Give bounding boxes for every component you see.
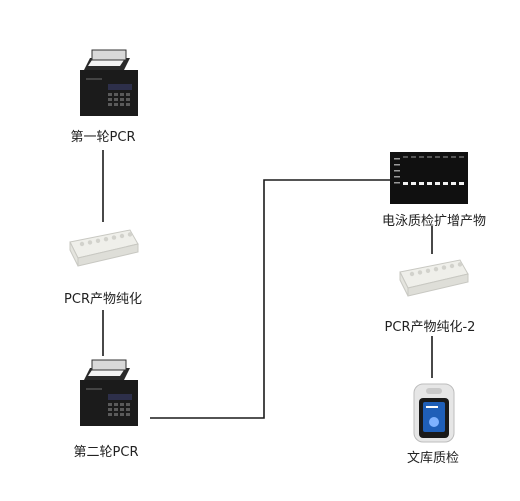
connectors xyxy=(102,150,433,419)
electrophoresis-gel-icon xyxy=(390,152,468,204)
node-label-pcr1: 第一轮PCR xyxy=(70,130,136,145)
node-label-gel: 电泳质检扩增产物 xyxy=(381,214,487,229)
node-label-pur2: PCR产物纯化-2 xyxy=(384,320,476,335)
thermal-cycler-icon xyxy=(80,49,138,116)
purification-column-strip-icon xyxy=(69,229,139,267)
thermal-cycler-icon xyxy=(80,359,138,426)
node-label-pcr2: 第二轮PCR xyxy=(73,445,139,460)
node-label-qc: 文库质检 xyxy=(406,451,460,466)
connector-pcr2-gel xyxy=(150,179,390,419)
purification-column-strip-icon xyxy=(399,259,469,297)
node-label-pur1: PCR产物纯化 xyxy=(64,292,142,307)
fluorometer-icon xyxy=(413,383,455,443)
